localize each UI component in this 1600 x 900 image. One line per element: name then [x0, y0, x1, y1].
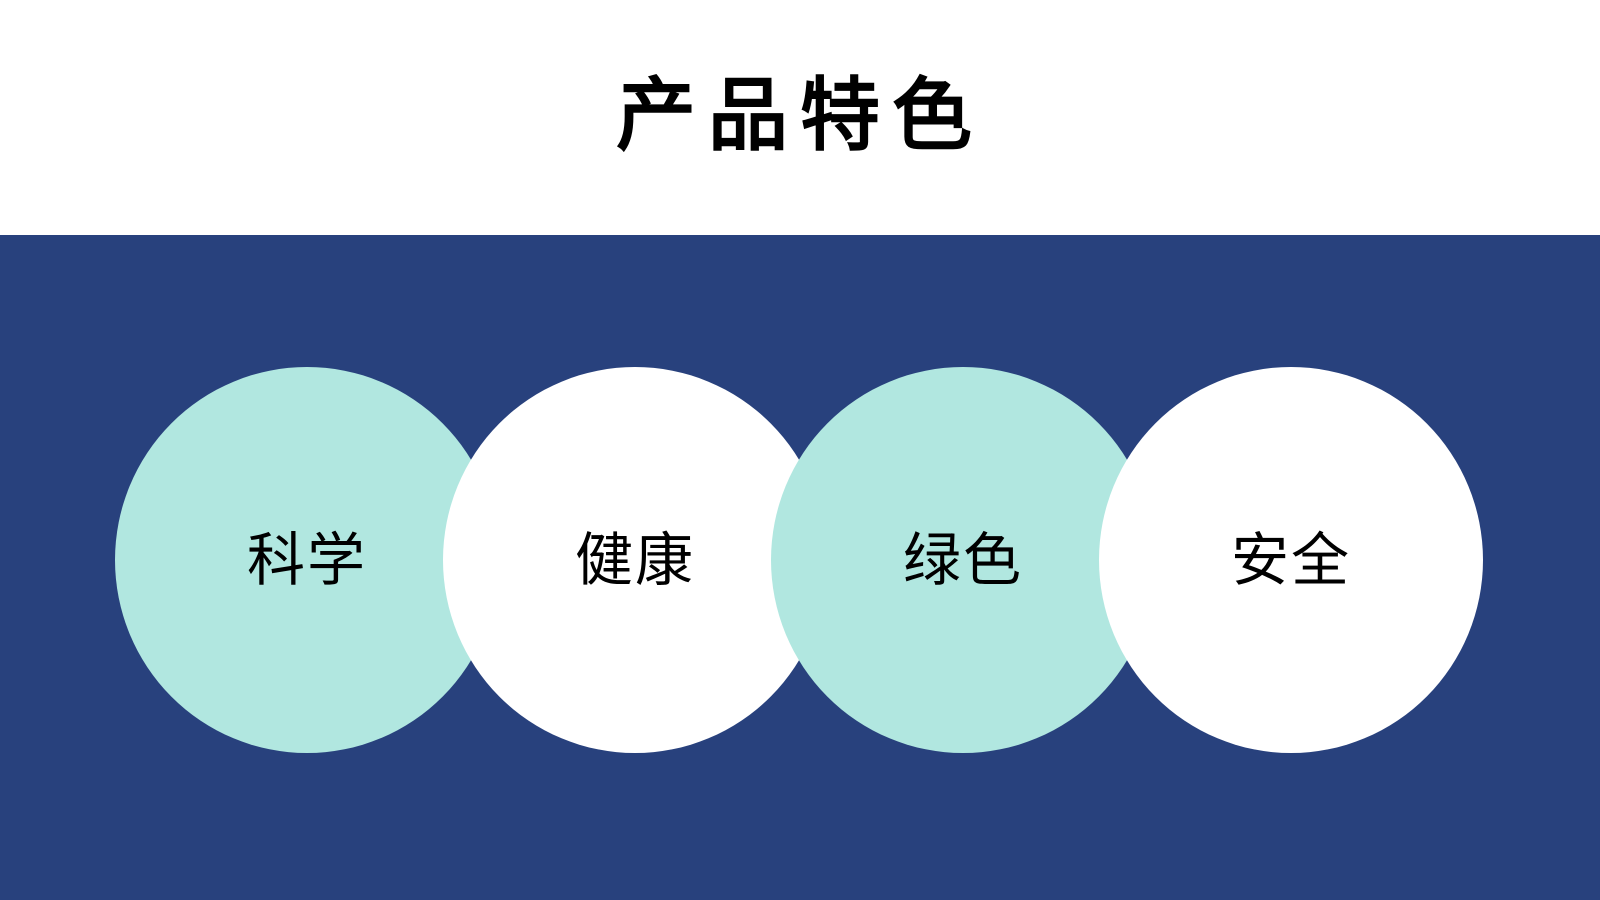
feature-circle-science: 科学 [115, 367, 499, 753]
page-title: 产品特色 [616, 69, 984, 162]
feature-label-green: 绿色 [902, 526, 1023, 594]
feature-circle-safety: 安全 [1099, 367, 1483, 753]
feature-circle-health: 健康 [443, 367, 827, 753]
feature-label-health: 健康 [574, 526, 695, 594]
feature-label-safety: 安全 [1230, 526, 1351, 594]
feature-circle-green: 绿色 [771, 367, 1155, 753]
feature-label-science: 科学 [246, 526, 367, 594]
